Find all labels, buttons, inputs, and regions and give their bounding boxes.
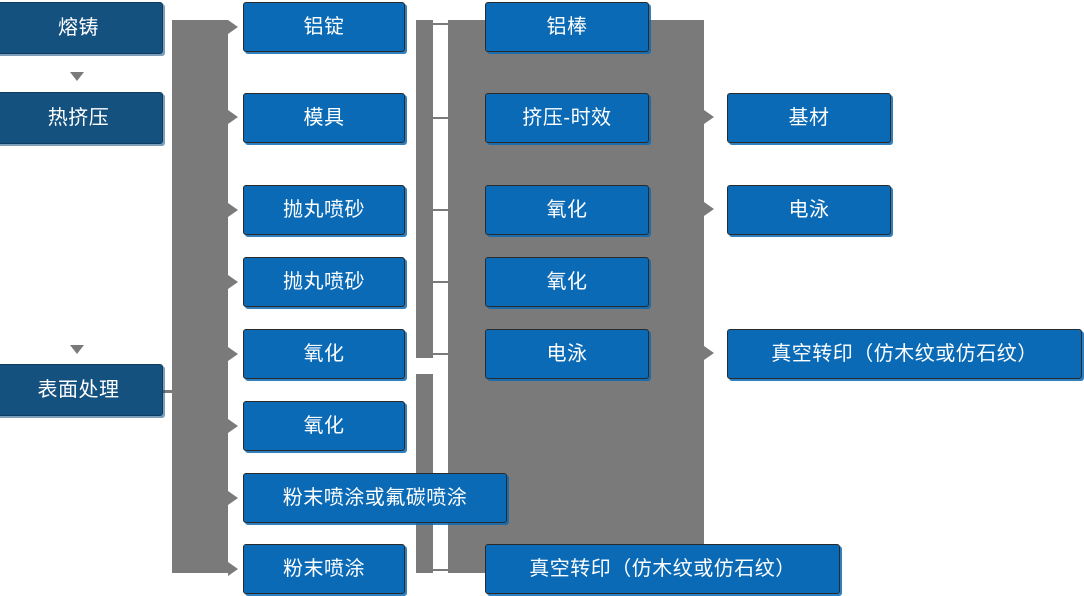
arrow-to-step-oxidation-1 — [228, 347, 238, 361]
out-vacuum[interactable]: 真空转印（仿木纹或仿石纹） — [727, 329, 1082, 379]
step-shotblast-1[interactable]: 抛丸喷砂 — [243, 185, 405, 235]
step-powder-fluoro-label: 粉末喷涂或氟碳喷涂 — [282, 487, 468, 509]
connector-bar-stages — [172, 20, 228, 573]
arrow-to-step-die — [228, 110, 238, 124]
proc-oxidation-1-label: 氧化 — [546, 199, 588, 221]
step-ingot[interactable]: 铝锭 — [243, 2, 405, 52]
step-shotblast-1-label: 抛丸喷砂 — [283, 199, 365, 221]
proc-bar-label: 铝棒 — [546, 16, 588, 38]
out-electro[interactable]: 电泳 — [727, 185, 891, 235]
step-oxidation-2-label: 氧化 — [303, 415, 345, 437]
step-oxidation-2[interactable]: 氧化 — [243, 401, 405, 451]
proc-oxidation-1[interactable]: 氧化 — [485, 185, 649, 235]
arrow-down-extrude-to-surface — [70, 345, 84, 354]
proc-extrude-age[interactable]: 挤压-时效 — [485, 93, 649, 143]
arrow-down-melting-to-extrude — [70, 72, 84, 81]
step-die-label: 模具 — [303, 107, 345, 129]
arrow-to-out-electro — [704, 202, 714, 216]
step-powder-fluoro[interactable]: 粉末喷涂或氟碳喷涂 — [243, 473, 507, 523]
stage-extrude-label: 热挤压 — [47, 107, 110, 129]
arrow-to-step-powder-fluoro — [228, 491, 238, 505]
arrow-to-out-substrate — [704, 110, 714, 124]
stage-melting[interactable]: 熔铸 — [0, 2, 163, 54]
out-vacuum-label: 真空转印（仿木纹或仿石纹） — [771, 343, 1038, 365]
tick-materials-5 — [430, 353, 454, 355]
proc-electro-label: 电泳 — [546, 343, 588, 365]
step-ingot-label: 铝锭 — [303, 16, 345, 38]
step-die[interactable]: 模具 — [243, 93, 405, 143]
step-shotblast-2[interactable]: 抛丸喷砂 — [243, 257, 405, 307]
proc-oxidation-2-label: 氧化 — [546, 271, 588, 293]
step-shotblast-2-label: 抛丸喷砂 — [283, 271, 365, 293]
arrow-to-step-shotblast-2 — [228, 275, 238, 289]
stage-surface-label: 表面处理 — [37, 379, 120, 401]
connector-surface-stub — [160, 390, 184, 393]
stage-surface[interactable]: 表面处理 — [0, 364, 163, 416]
arrow-to-out-vacuum — [704, 346, 714, 360]
arrow-to-step-oxidation-2 — [228, 419, 238, 433]
tick-materials-3 — [430, 209, 454, 211]
arrow-to-step-powder — [228, 562, 238, 576]
out-substrate-label: 基材 — [788, 107, 830, 129]
step-powder[interactable]: 粉末喷涂 — [243, 544, 405, 594]
connector-bar-materials-upper — [416, 20, 433, 358]
proc-vacuum-label: 真空转印（仿木纹或仿石纹） — [529, 558, 796, 580]
proc-electro[interactable]: 电泳 — [485, 329, 649, 379]
proc-bar[interactable]: 铝棒 — [485, 2, 649, 52]
step-oxidation-1[interactable]: 氧化 — [243, 329, 405, 379]
arrow-to-step-ingot — [228, 20, 238, 34]
stage-melting-label: 熔铸 — [58, 17, 99, 39]
proc-oxidation-2[interactable]: 氧化 — [485, 257, 649, 307]
proc-vacuum[interactable]: 真空转印（仿木纹或仿石纹） — [485, 544, 840, 594]
tick-materials-2 — [430, 117, 454, 119]
out-substrate[interactable]: 基材 — [727, 93, 891, 143]
tick-materials-1 — [430, 23, 454, 25]
tick-materials-6 — [430, 569, 454, 571]
step-powder-label: 粉末喷涂 — [283, 558, 365, 580]
proc-extrude-age-label: 挤压-时效 — [522, 107, 612, 129]
step-oxidation-1-label: 氧化 — [303, 343, 345, 365]
stage-extrude[interactable]: 热挤压 — [0, 92, 163, 144]
tick-materials-4 — [430, 281, 454, 283]
out-electro-label: 电泳 — [788, 199, 830, 221]
arrow-to-step-shotblast-1 — [228, 203, 238, 217]
